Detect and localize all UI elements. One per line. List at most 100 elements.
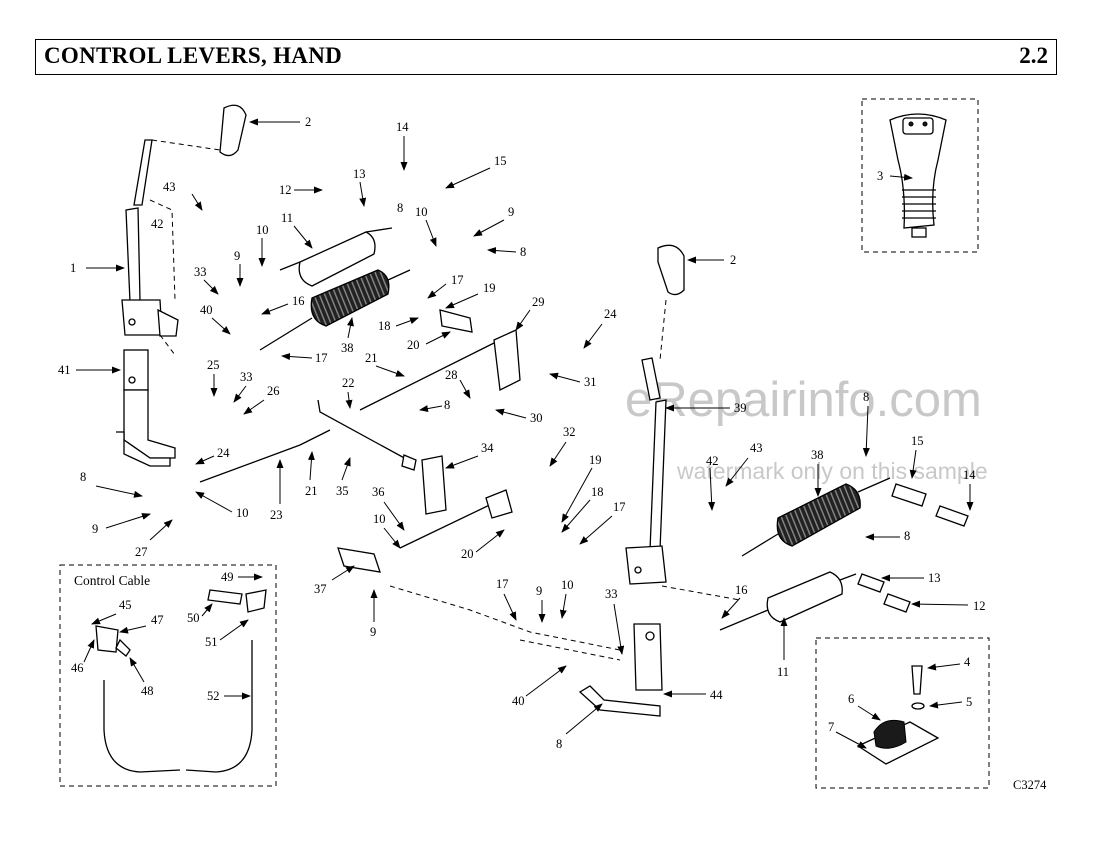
callout-33a: 33 — [194, 265, 207, 279]
watermark-main: eRepairinfo.com — [625, 373, 982, 427]
callout-20b: 20 — [461, 547, 474, 561]
callout-34: 34 — [481, 441, 494, 455]
callout-9c: 9 — [92, 522, 98, 536]
rod-part-21 — [359, 339, 501, 411]
rod-part-36 — [399, 499, 501, 549]
page-header: CONTROL LEVERS, HAND 2.2 — [35, 39, 1057, 75]
callout-32: 32 — [563, 425, 576, 439]
callout-18b: 18 — [591, 485, 604, 499]
callout-14b: 14 — [963, 468, 976, 482]
inset-control-cable-label: Control Cable — [74, 573, 150, 588]
callout-8g: 8 — [556, 737, 562, 751]
callout-24b: 24 — [217, 446, 230, 460]
callout-6: 6 — [848, 692, 854, 706]
callout-21a: 21 — [365, 351, 378, 365]
callout-33c: 33 — [605, 587, 618, 601]
inset-grip-box — [861, 98, 979, 253]
callout-19b: 19 — [589, 453, 602, 467]
clip-part-22 — [401, 454, 417, 471]
callout-12b: 12 — [973, 599, 986, 613]
inset-control-cable-box — [59, 564, 277, 787]
callout-9e: 9 — [536, 584, 542, 598]
callout-1: 1 — [70, 261, 76, 275]
callout-13: 13 — [353, 167, 366, 181]
callout-10e: 10 — [561, 578, 574, 592]
callout-10d: 10 — [373, 512, 386, 526]
page-title: CONTROL LEVERS, HAND — [44, 43, 343, 68]
knob-part-2-right — [657, 244, 685, 296]
mount-part-6-7 — [856, 665, 940, 765]
callout-52: 52 — [207, 689, 220, 703]
callout-27: 27 — [135, 545, 148, 559]
callout-26: 26 — [267, 384, 280, 398]
callout-10b: 10 — [256, 223, 269, 237]
lever-part-1 — [121, 139, 179, 337]
callout-17c: 17 — [613, 500, 626, 514]
callout-41: 41 — [58, 363, 71, 377]
callout-51: 51 — [205, 635, 218, 649]
callout-11: 11 — [281, 211, 293, 225]
callout-38b: 38 — [811, 448, 824, 462]
callout-24a: 24 — [604, 307, 617, 321]
callout-23: 23 — [270, 508, 283, 522]
callout-48: 48 — [141, 684, 154, 698]
bracket-part-29 — [493, 329, 521, 391]
bolt-part-12 — [883, 593, 911, 613]
callout-42b: 42 — [706, 454, 719, 468]
callout-10a: 10 — [415, 205, 428, 219]
callout-43: 43 — [163, 180, 176, 194]
bracket-part-41 — [116, 349, 176, 467]
spring-cylinder-upper — [259, 227, 411, 351]
callout-9b: 9 — [234, 249, 240, 263]
callout-49: 49 — [221, 570, 234, 584]
callout-22: 22 — [342, 376, 355, 390]
callout-25: 25 — [207, 358, 220, 372]
callout-2-right: 2 — [730, 253, 736, 267]
bolt-part-14 — [935, 505, 969, 527]
callout-8a: 8 — [397, 201, 403, 215]
rod-part-23 — [199, 429, 331, 483]
callout-18a: 18 — [378, 319, 391, 333]
rod-end-part-37 — [337, 547, 381, 573]
callout-19a: 19 — [483, 281, 496, 295]
figure-code: C3274 — [1013, 778, 1047, 792]
callout-15b: 15 — [911, 434, 924, 448]
callout-8d: 8 — [80, 470, 86, 484]
callout-47: 47 — [151, 613, 164, 627]
callout-40b: 40 — [512, 694, 525, 708]
callout-40a: 40 — [200, 303, 213, 317]
grip-part-3 — [889, 113, 947, 238]
callout-11b: 11 — [777, 665, 789, 679]
callout-3: 3 — [877, 169, 883, 183]
callout-10c: 10 — [236, 506, 249, 520]
callout-16b: 16 — [735, 583, 748, 597]
callout-39: 39 — [734, 401, 747, 415]
callout-16a: 16 — [292, 294, 305, 308]
callout-29: 29 — [532, 295, 545, 309]
callout-9a: 9 — [508, 205, 514, 219]
callout-9d: 9 — [370, 625, 376, 639]
spring-cylinder-right — [719, 477, 891, 631]
callout-4: 4 — [964, 655, 971, 669]
callout-7: 7 — [828, 720, 834, 734]
callout-14: 14 — [396, 120, 409, 134]
callout-12: 12 — [279, 183, 292, 197]
bushing-part-19 — [439, 309, 473, 333]
knob-part-2 — [219, 104, 247, 157]
callout-15: 15 — [494, 154, 507, 168]
callout-31: 31 — [584, 375, 597, 389]
inset-mount-box — [815, 637, 990, 789]
callout-13b: 13 — [928, 571, 941, 585]
callout-2: 2 — [305, 115, 311, 129]
callout-21b: 21 — [305, 484, 318, 498]
callout-38a: 38 — [341, 341, 354, 355]
control-cable-parts — [95, 589, 267, 773]
callout-17d: 17 — [496, 577, 509, 591]
callout-36: 36 — [372, 485, 385, 499]
callout-45: 45 — [119, 598, 132, 612]
bushing-part-19b — [485, 489, 513, 519]
sleeve-part-15 — [891, 483, 927, 507]
callout-44: 44 — [710, 688, 723, 702]
callout-46: 46 — [71, 661, 84, 675]
